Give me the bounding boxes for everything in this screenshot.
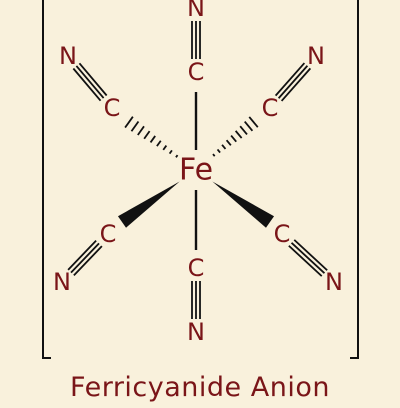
hash-mark (137, 125, 145, 136)
nitrogen-atom-lower-right: N (325, 268, 343, 296)
hash-mark (130, 120, 140, 132)
carbon-atom-lower-left: C (100, 220, 117, 248)
hash-mark (168, 149, 173, 155)
hash-mark (162, 145, 168, 151)
iron-atom: Fe (179, 153, 213, 188)
carbon-atom-lower-right: C (274, 220, 291, 248)
c-n-triple-bond-down (191, 281, 201, 319)
triple-bond-line (290, 242, 326, 274)
hash-mark (230, 134, 237, 143)
triple-bond-line (75, 65, 105, 99)
left-bracket (42, 0, 51, 359)
carbon-atom-up: C (188, 58, 205, 86)
nitrogen-atom-upper-right: N (307, 42, 325, 70)
carbon-atom-upper-right: C (262, 94, 279, 122)
c-n-triple-bond-upper-right (274, 62, 312, 102)
c-n-triple-bond-up (191, 21, 201, 59)
triple-bond-line (70, 242, 100, 274)
fe-c-hashed-bond-upper-right (212, 116, 259, 157)
triple-bond-line (274, 62, 306, 97)
hash-mark (156, 140, 162, 147)
hash-mark (212, 153, 216, 157)
hash-mark (143, 130, 151, 140)
right-bracket (350, 0, 359, 359)
c-n-triple-bond-lower-right (288, 239, 328, 277)
fe-c-wedge-bond-lower-left (117, 181, 180, 228)
triple-bond-line (293, 239, 328, 271)
triple-bond-line (277, 65, 309, 99)
bond-layer (67, 21, 328, 319)
triple-bond-line (78, 62, 108, 97)
nitrogen-atom-down: N (187, 318, 205, 346)
c-n-triple-bond-lower-left (67, 239, 103, 277)
fe-c-wedge-bond-lower-right (212, 181, 275, 228)
hash-mark (244, 121, 254, 132)
carbon-atom-upper-left: C (104, 94, 121, 122)
nitrogen-atom-lower-left: N (53, 268, 71, 296)
hash-mark (248, 116, 259, 128)
carbon-atom-down: C (188, 254, 205, 282)
triple-bond-line (288, 245, 323, 277)
fe-c-hashed-bond-upper-left (124, 116, 179, 158)
c-n-triple-bond-upper-left (72, 62, 108, 102)
hash-mark (239, 125, 248, 136)
triple-bond-line (280, 67, 312, 102)
triple-bond-line (73, 245, 103, 277)
hash-mark (175, 154, 179, 158)
triple-bond-line (72, 67, 102, 102)
hash-mark (124, 116, 134, 129)
hash-mark (221, 144, 227, 150)
nitrogen-atom-up: N (187, 0, 205, 22)
hash-mark (234, 130, 243, 139)
triple-bond-line (67, 239, 97, 271)
hash-mark (216, 148, 221, 154)
hash-mark (225, 139, 232, 146)
coordination-brackets (42, 0, 359, 359)
hash-mark (149, 135, 156, 143)
diagram-caption: Ferricyanide Anion (70, 372, 330, 403)
nitrogen-atom-upper-left: N (59, 42, 77, 70)
